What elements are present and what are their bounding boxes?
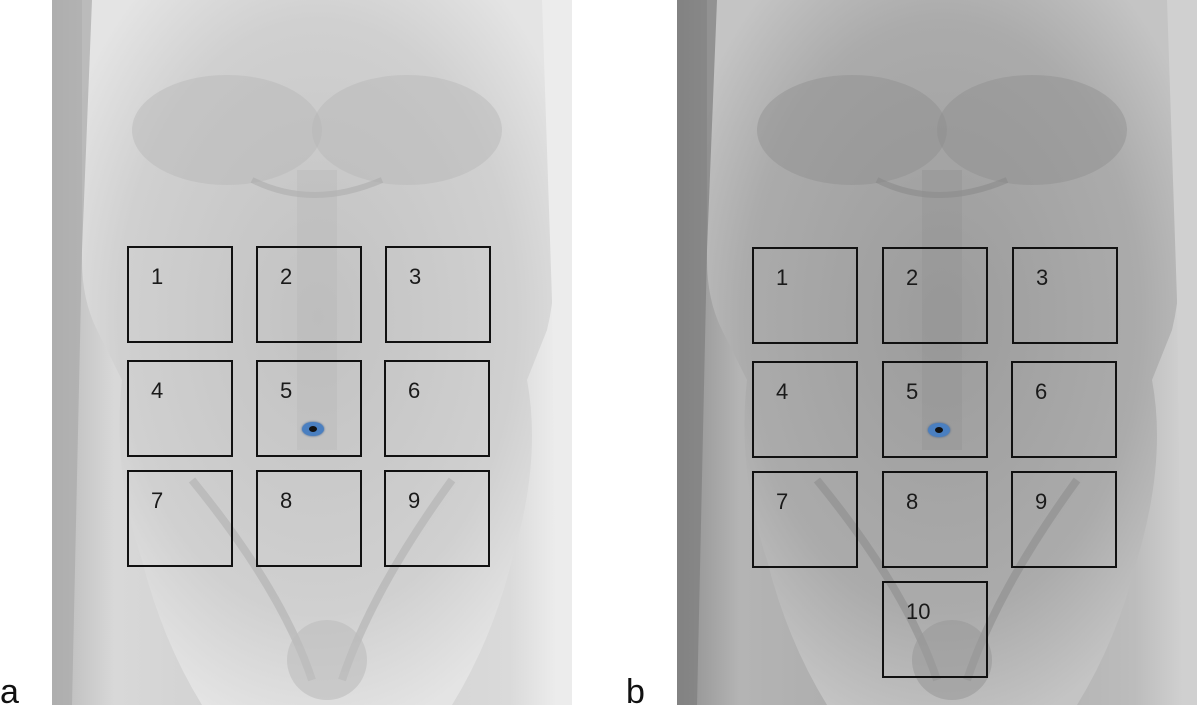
region-number: 3 [409, 264, 422, 289]
region-a-9: 9 [384, 470, 490, 567]
panel-a-torso-photo [52, 0, 572, 705]
region-number: 4 [776, 379, 789, 404]
region-a-8: 8 [256, 470, 362, 567]
region-number: 4 [151, 378, 164, 403]
umbilicus-marker-b [928, 423, 950, 437]
region-a-7: 7 [127, 470, 233, 567]
region-number: 8 [280, 488, 293, 513]
region-number: 9 [408, 488, 421, 513]
region-number: 1 [151, 264, 164, 289]
region-a-5: 5 [256, 360, 362, 457]
region-a-2: 2 [256, 246, 362, 343]
region-number: 6 [408, 378, 421, 403]
region-number: 6 [1035, 379, 1048, 404]
region-number: 1 [776, 265, 789, 290]
region-b-8: 8 [882, 471, 988, 568]
region-b-1: 1 [752, 247, 858, 344]
region-b-3: 3 [1012, 247, 1118, 344]
region-number: 2 [906, 265, 919, 290]
region-a-4: 4 [127, 360, 233, 457]
region-number: 7 [776, 489, 789, 514]
panel-b-torso-photo [677, 0, 1197, 705]
panel-label-b: b [626, 673, 645, 711]
region-number: 5 [906, 379, 919, 404]
region-number: 9 [1035, 489, 1048, 514]
region-a-3: 3 [385, 246, 491, 343]
region-number: 10 [906, 599, 931, 624]
region-number: 8 [906, 489, 919, 514]
region-b-9: 9 [1011, 471, 1117, 568]
umbilicus-marker-a [302, 422, 324, 436]
region-number: 7 [151, 488, 164, 513]
region-number: 2 [280, 264, 293, 289]
region-b-2: 2 [882, 247, 988, 344]
torso-image-a [52, 0, 572, 705]
region-b-7: 7 [752, 471, 858, 568]
region-b-5: 5 [882, 361, 988, 458]
panel-label-a: a [0, 673, 19, 711]
torso-image-b [677, 0, 1197, 705]
region-number: 5 [280, 378, 293, 403]
region-number: 3 [1036, 265, 1049, 290]
region-b-6: 6 [1011, 361, 1117, 458]
region-b-10: 10 [882, 581, 988, 678]
region-b-4: 4 [752, 361, 858, 458]
region-a-6: 6 [384, 360, 490, 457]
region-a-1: 1 [127, 246, 233, 343]
